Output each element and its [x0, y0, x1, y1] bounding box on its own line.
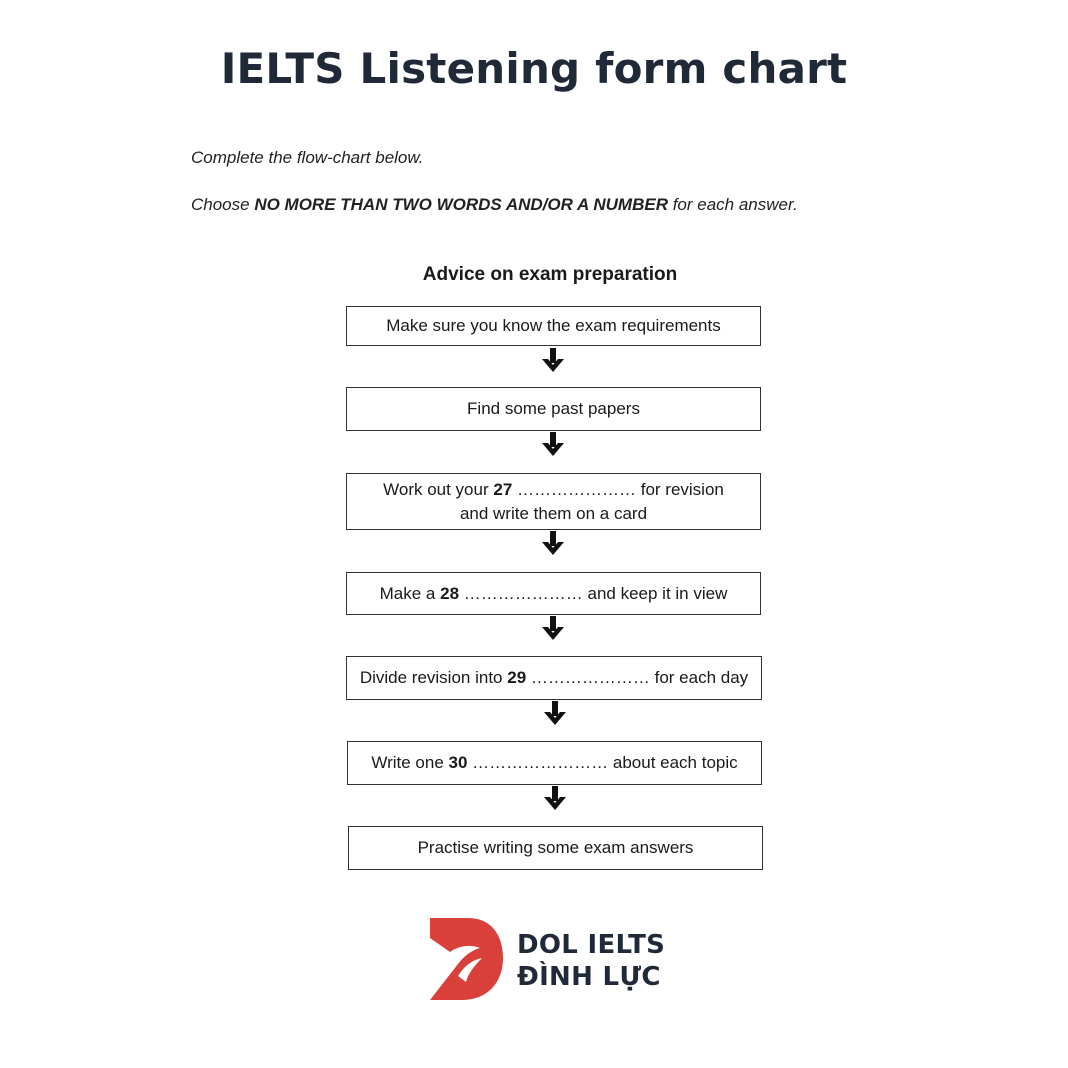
question-number-29: 29: [507, 668, 527, 687]
flow-step-5: Divide revision into 29 ………………… for each…: [346, 656, 762, 700]
step-text: Divide revision into: [359, 668, 508, 687]
step-text: Find some past papers: [467, 399, 640, 418]
flow-step-2: Find some past papers: [346, 387, 761, 431]
arrow-down-icon: [542, 432, 564, 456]
step-text: Make a: [379, 583, 441, 603]
instruction-line-1: Complete the flow-chart below.: [191, 148, 424, 167]
step-text: Write one: [371, 753, 449, 772]
step-line: Divide revision into 29 ………………… for each…: [360, 666, 748, 690]
instruction-line-2: Choose NO MORE THAN TWO WORDS AND/OR A N…: [191, 195, 798, 215]
logo-text-line-2: ĐÌNH LỰC: [517, 962, 661, 992]
step-text-line2: and write them on a card: [459, 503, 648, 523]
logo-text-line-1: DOL IELTS: [517, 930, 666, 960]
answer-blank: ………………… and keep it in view: [459, 583, 728, 603]
flowchart-title: Advice on exam preparation: [422, 264, 678, 285]
dol-logo-icon: [430, 918, 503, 1000]
page-title: IELTS Listening form chart: [220, 44, 848, 93]
step-text: Work out your: [383, 479, 494, 499]
brand-logo: DOL IELTS ĐÌNH LỰC: [428, 916, 668, 1002]
arrow-down-icon: [542, 616, 564, 640]
step-text: Practise writing some exam answers: [417, 838, 694, 857]
answer-blank: ………………… for revision: [512, 479, 724, 499]
instruction-text: for each answer.: [667, 195, 798, 214]
step-line: Work out your 27 ………………… for revision: [383, 478, 724, 502]
arrow-down-icon: [544, 786, 566, 810]
arrow-down-icon: [542, 348, 564, 372]
flow-step-4: Make a 28 ………………… and keep it in view: [346, 572, 761, 615]
flow-step-1: Make sure you know the exam requirements: [346, 306, 761, 346]
question-number-27: 27: [493, 479, 513, 499]
step-line: Write one 30 …………………… about each topic: [371, 751, 737, 775]
instruction-text: Choose: [191, 195, 255, 214]
step-line: Make a 28 ………………… and keep it in view: [380, 582, 728, 606]
arrow-down-icon: [542, 531, 564, 555]
arrow-down-icon: [544, 701, 566, 725]
answer-blank: …………………… about each topic: [467, 753, 738, 772]
flow-step-3: Work out your 27 ………………… for revision an…: [346, 473, 761, 530]
question-number-30: 30: [448, 753, 468, 772]
answer-blank: ………………… for each day: [526, 668, 749, 687]
flow-step-7: Practise writing some exam answers: [348, 826, 763, 870]
flow-step-6: Write one 30 …………………… about each topic: [347, 741, 762, 785]
step-text: Make sure you know the exam requirements: [386, 316, 721, 335]
question-number-28: 28: [440, 583, 460, 603]
instruction-word-limit: NO MORE THAN TWO WORDS AND/OR A NUMBER: [254, 195, 668, 214]
